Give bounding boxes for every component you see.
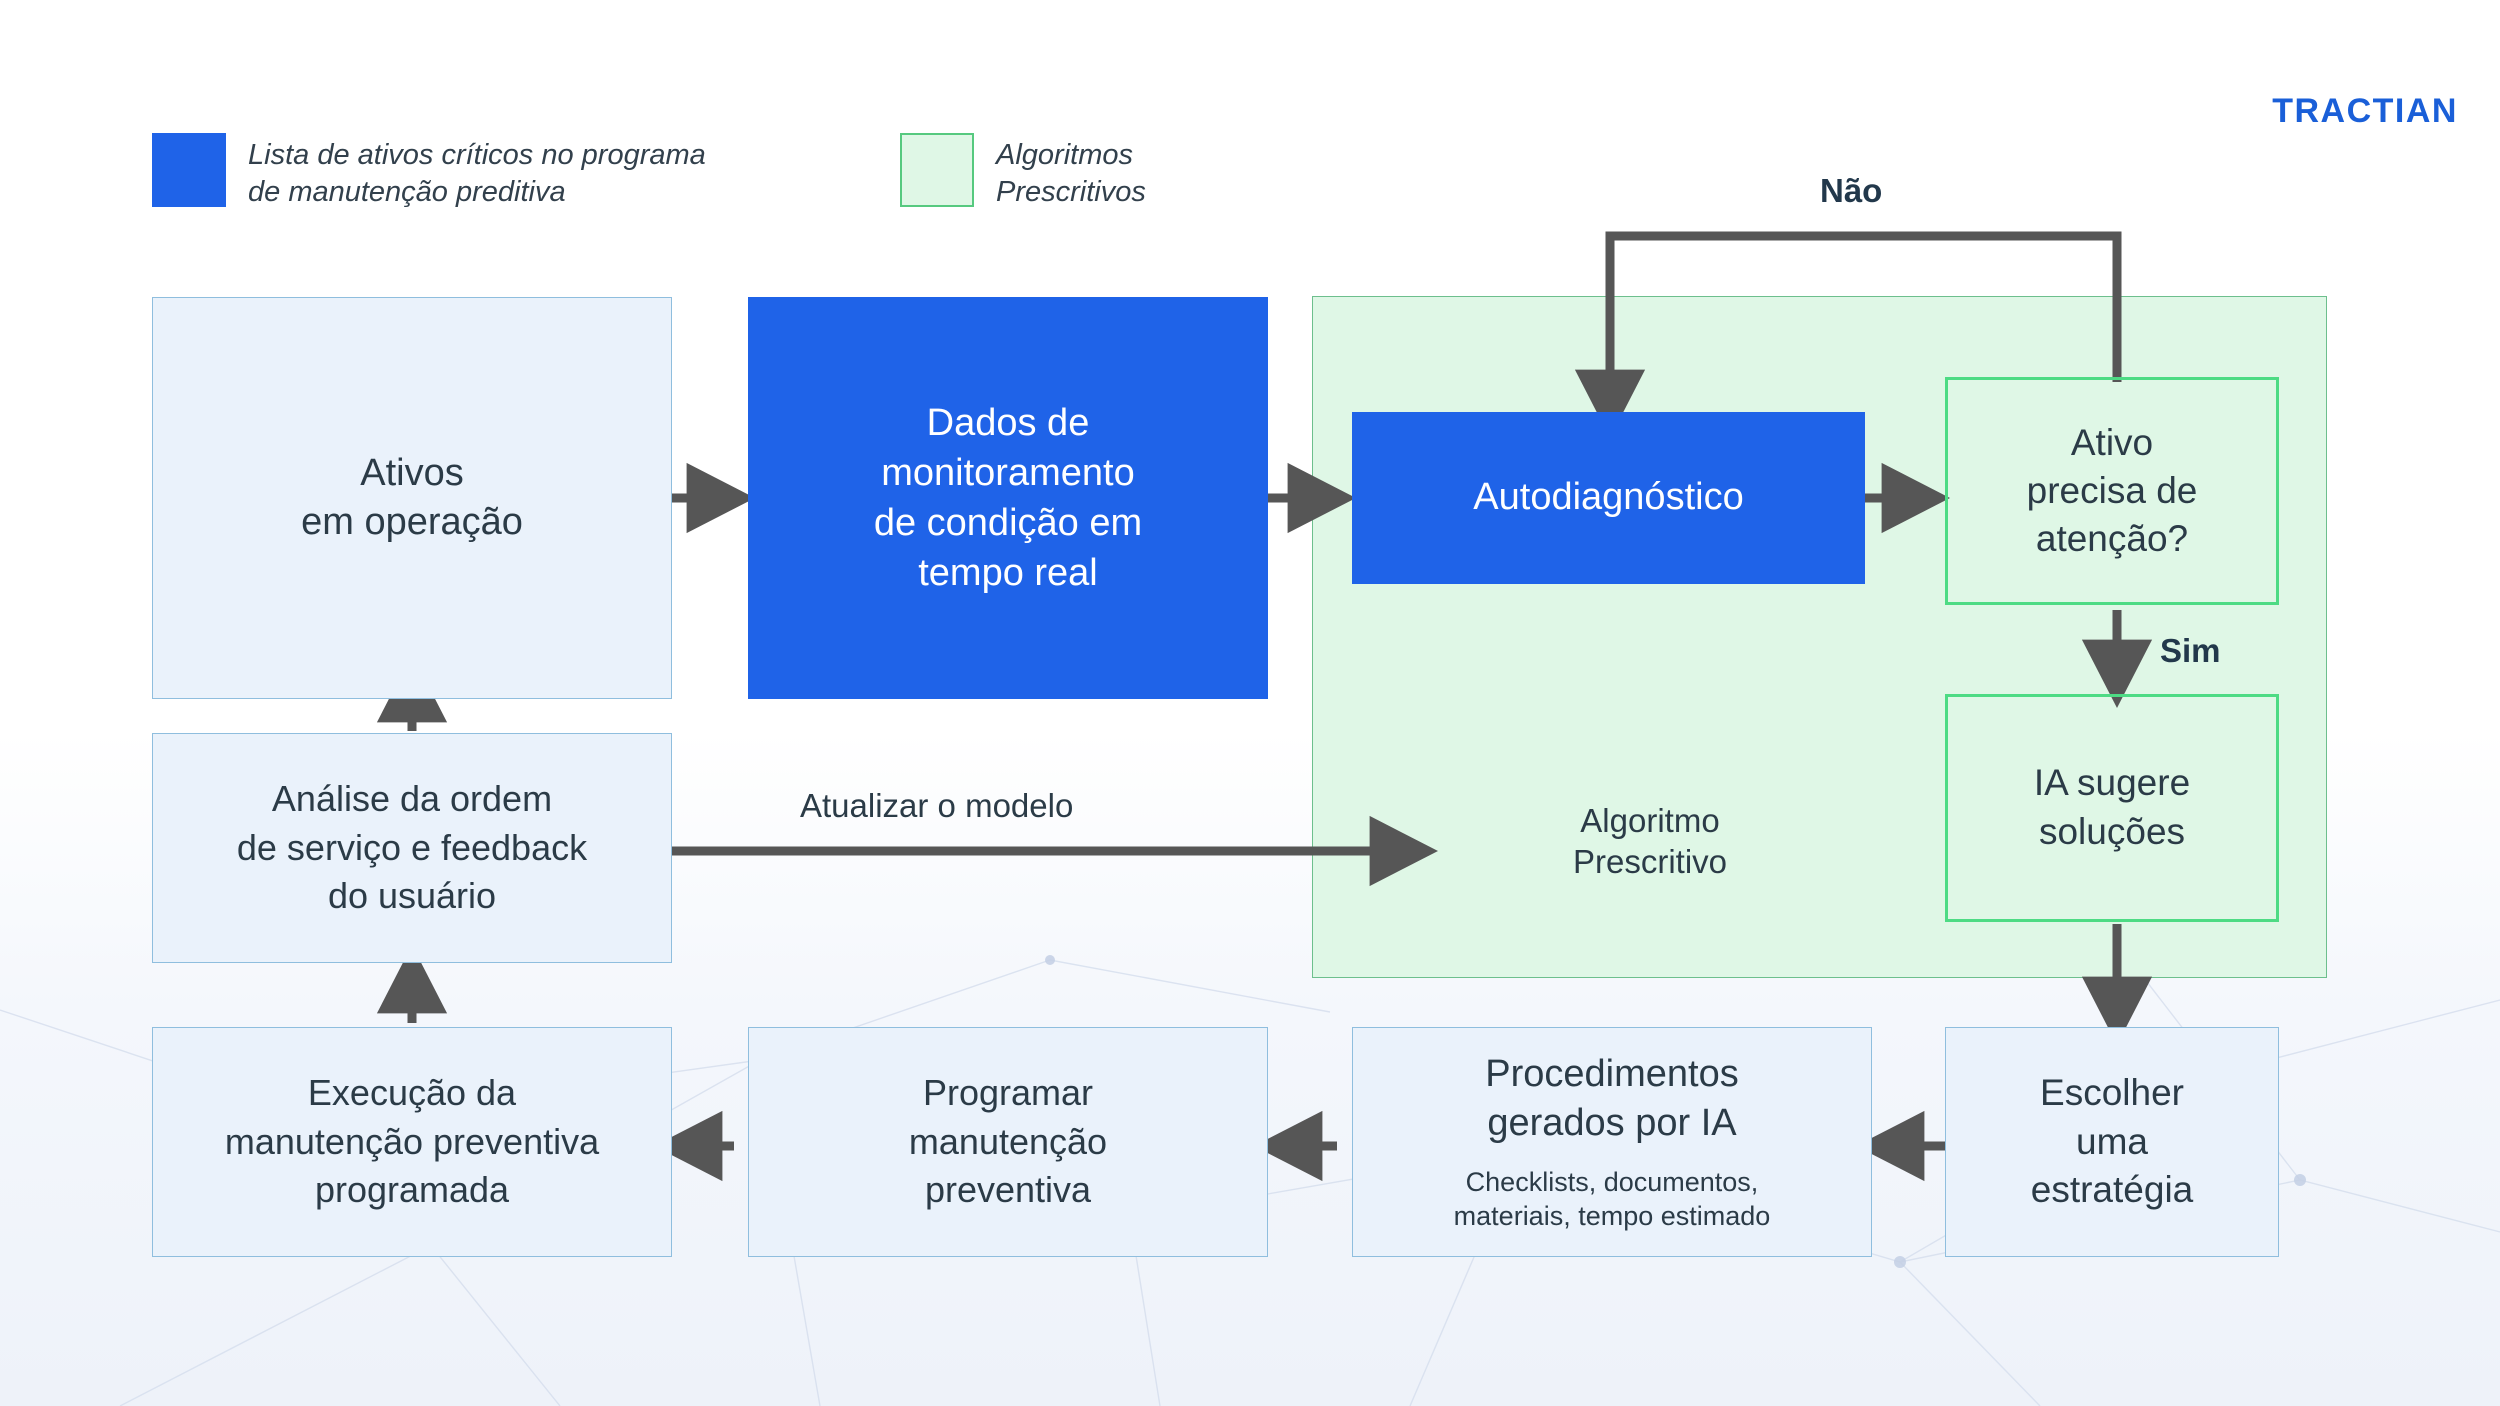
node-title: Dados de monitoramento de condição em te… bbox=[873, 401, 1143, 595]
node-ativo-precisa-atencao[interactable]: Ativo precisa de atenção? bbox=[1945, 377, 2279, 605]
node-autodiagnostico[interactable]: Autodiagnóstico bbox=[1352, 412, 1865, 584]
node-escolher-estrategia[interactable]: Escolher uma estratégia bbox=[1945, 1027, 2279, 1257]
prescriptive-algorithm-label: Algoritmo Prescritivo bbox=[1572, 802, 1728, 881]
legend-item-critical-assets: Lista de ativos críticos no programa de … bbox=[152, 133, 812, 211]
blue-swatch bbox=[152, 133, 226, 207]
node-title: Ativos em operação bbox=[301, 451, 523, 543]
node-subtitle: Checklists, documentos, materiais, tempo… bbox=[1453, 1166, 1771, 1232]
node-programar-manutencao[interactable]: Programar manutenção preventiva bbox=[748, 1027, 1268, 1257]
node-ia-sugere-solucoes[interactable]: IA sugere soluções bbox=[1945, 694, 2279, 922]
node-title: Execução da manutenção preventiva progra… bbox=[224, 1071, 600, 1211]
legend-label-prescriptive-algorithms: Algoritmos Prescritivos bbox=[996, 139, 1146, 209]
green-swatch bbox=[900, 133, 974, 207]
node-ativos-em-operacao[interactable]: Ativos em operação bbox=[152, 297, 672, 699]
node-execucao-manutencao[interactable]: Execução da manutenção preventiva progra… bbox=[152, 1027, 672, 1257]
node-procedimentos-gerados-ia[interactable]: Procedimentos gerados por IA Checklists,… bbox=[1352, 1027, 1872, 1257]
node-title: Autodiagnóstico bbox=[1473, 476, 1744, 519]
node-title: Escolher uma estratégia bbox=[2030, 1071, 2194, 1211]
tractian-logo: TRACTIAN bbox=[2272, 92, 2458, 130]
node-title: Programar manutenção preventiva bbox=[908, 1071, 1108, 1211]
edge-label-sim: Sim bbox=[2160, 632, 2221, 669]
legend-label-critical-assets: Lista de ativos críticos no programa de … bbox=[248, 139, 706, 209]
legend-item-prescriptive-algorithms: Algoritmos Prescritivos bbox=[900, 133, 1460, 211]
node-title: Análise da ordem de serviço e feedback d… bbox=[236, 777, 588, 917]
node-analise-ordem-servico[interactable]: Análise da ordem de serviço e feedback d… bbox=[152, 733, 672, 963]
node-dados-monitoramento[interactable]: Dados de monitoramento de condição em te… bbox=[748, 297, 1268, 699]
edge-label-nao: Não bbox=[1820, 172, 1883, 209]
node-title: Procedimentos gerados por IA bbox=[1485, 1053, 1739, 1145]
edge-label-atualizar-modelo: Atualizar o modelo bbox=[800, 787, 1074, 824]
node-title: Ativo precisa de atenção? bbox=[2026, 421, 2198, 560]
node-title: IA sugere soluções bbox=[2033, 762, 2191, 852]
